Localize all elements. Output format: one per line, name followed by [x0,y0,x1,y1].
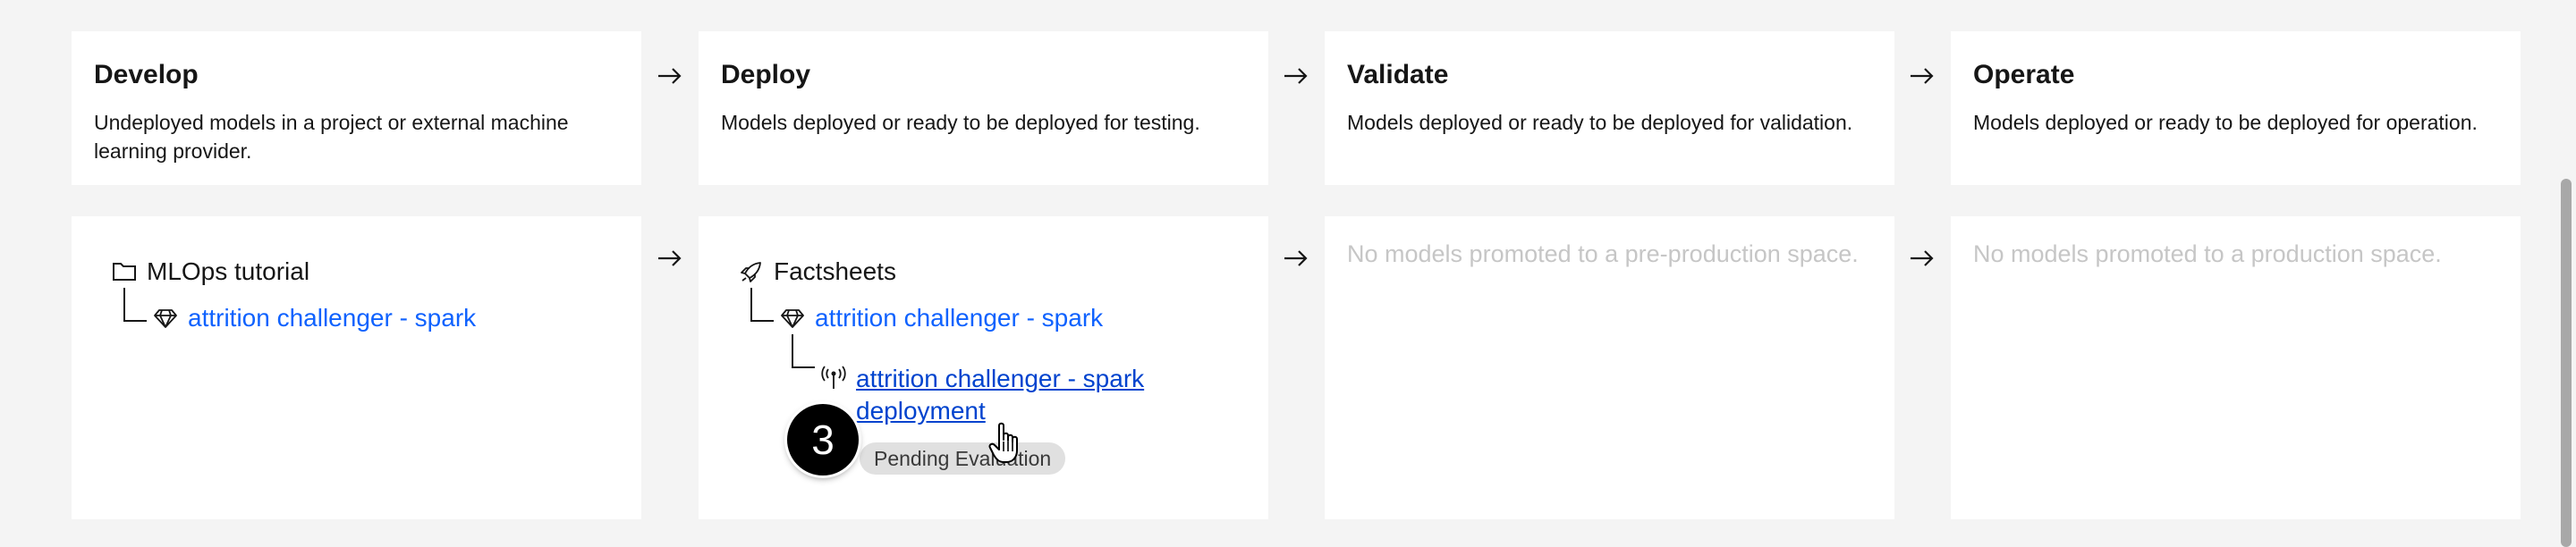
model-lifecycle-board: Develop Undeployed models in a project o… [72,31,2521,519]
stage-header-deploy: Deploy Models deployed or ready to be de… [699,31,1268,185]
stage-title-develop: Develop [94,60,199,89]
arrow-right-icon [1909,65,1936,87]
stage-header-operate: Operate Models deployed or ready to be d… [1951,31,2521,185]
project-row[interactable]: MLOps tutorial [111,256,309,288]
develop-model-row[interactable]: attrition challenger - spark [152,302,476,334]
deployment-antenna-icon [820,365,847,391]
arrow-right-icon [657,65,683,87]
operate-panel: No models promoted to a production space… [1951,216,2521,519]
step-number-marker: 3 [787,404,859,475]
space-name: Factsheets [774,257,896,285]
rocket-icon [738,258,765,285]
model-diamond-icon [152,305,179,332]
deploy-model-row[interactable]: attrition challenger - spark [779,302,1103,334]
project-name: MLOps tutorial [147,257,310,285]
tree-connector [792,334,815,368]
stage-description-develop: Undeployed models in a project or extern… [94,111,569,163]
folder-icon [111,258,138,285]
stage-description-validate: Models deployed or ready to be deployed … [1347,111,1853,134]
develop-panel: MLOps tutorial attrition challenger - sp… [72,216,641,519]
stage-title-deploy: Deploy [721,60,811,89]
deployment-link[interactable]: attrition challenger - spark [856,365,1145,392]
tree-connector [123,288,147,322]
stage-header-validate: Validate Models deployed or ready to be … [1325,31,1894,185]
develop-model-link[interactable]: attrition challenger - spark [188,304,477,332]
deploy-model-link[interactable]: attrition challenger - spark [815,304,1104,332]
arrow-right-icon [657,248,683,269]
stage-title-operate: Operate [1973,60,2075,89]
operate-empty-message: No models promoted to a production space… [1973,240,2442,267]
stage-description-operate: Models deployed or ready to be deployed … [1973,111,2478,134]
stage-title-validate: Validate [1347,60,1449,89]
deploy-panel: Factsheets attrition challenger - spark … [699,216,1268,519]
vertical-scrollbar[interactable] [2556,0,2576,547]
stage-header-develop: Develop Undeployed models in a project o… [72,31,641,185]
status-badge: Pending Evaluation [860,442,1066,475]
arrow-right-icon [1283,65,1309,87]
validate-panel: No models promoted to a pre-production s… [1325,216,1894,519]
deployment-link-continued[interactable]: deployment [856,397,986,425]
space-row[interactable]: Factsheets [738,256,896,288]
stage-description-deploy: Models deployed or ready to be deployed … [721,111,1200,134]
tree-connector [750,288,774,322]
scrollbar-thumb[interactable] [2561,179,2572,547]
deployment-row[interactable]: attrition challenger - spark deployment [820,363,1144,427]
model-diamond-icon [779,305,806,332]
validate-empty-message: No models promoted to a pre-production s… [1347,240,1859,267]
arrow-right-icon [1283,248,1309,269]
arrow-right-icon [1909,248,1936,269]
hand-pointer-cursor-icon [988,422,1024,469]
